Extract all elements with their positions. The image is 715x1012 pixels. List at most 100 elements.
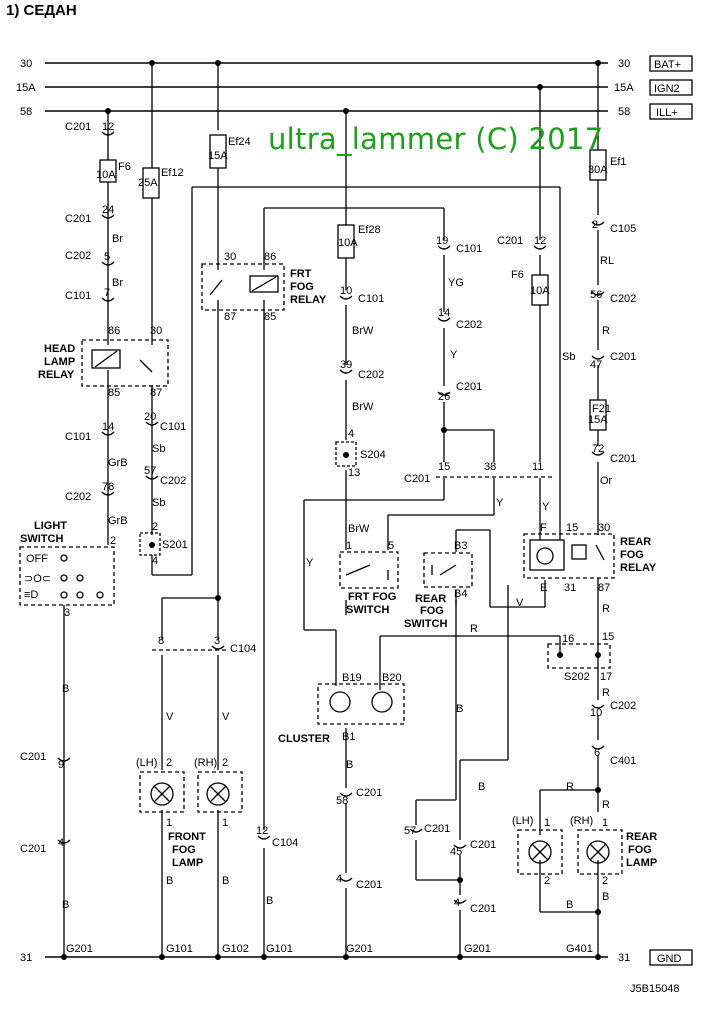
svg-text:1: 1 (222, 817, 228, 829)
svg-text:R: R (470, 623, 478, 635)
svg-text:4: 4 (336, 873, 342, 885)
svg-text:Br: Br (112, 277, 123, 289)
svg-text:19: 19 (436, 235, 448, 247)
fuse-ef28 (337, 224, 355, 259)
svg-text:C202: C202 (65, 250, 91, 262)
svg-text:G401: G401 (566, 943, 593, 955)
svg-text:38: 38 (484, 461, 496, 473)
svg-text:10A: 10A (96, 169, 116, 181)
svg-text:C201: C201 (610, 453, 636, 465)
svg-text:4: 4 (348, 428, 354, 440)
svg-text:LIGHT: LIGHT (34, 520, 67, 532)
svg-text:LAMP: LAMP (44, 356, 75, 368)
svg-text:Ef24: Ef24 (228, 136, 251, 148)
svg-text:2: 2 (222, 757, 228, 769)
svg-text:6: 6 (594, 747, 600, 759)
svg-text:C201: C201 (356, 787, 382, 799)
svg-text:LAMP: LAMP (626, 857, 657, 869)
svg-text:2: 2 (152, 521, 158, 533)
svg-text:B: B (62, 899, 69, 911)
svg-text:4: 4 (454, 897, 460, 909)
svg-text:YG: YG (448, 277, 464, 289)
rail-15a-right: 15A (614, 82, 634, 94)
svg-text:78: 78 (102, 481, 114, 493)
svg-text:Sb: Sb (152, 497, 165, 509)
svg-text:Y: Y (450, 349, 458, 361)
svg-text:85: 85 (108, 387, 120, 399)
watermark: ultra_lammer (C) 2017 (268, 122, 604, 156)
svg-text:4: 4 (152, 555, 158, 567)
rear-fog-relay: F 15 30 E 31 87 REAR FOG RELAY (523, 522, 657, 594)
svg-text:10A: 10A (530, 285, 550, 297)
svg-text:G201: G201 (346, 943, 373, 955)
svg-text:G201: G201 (464, 943, 491, 955)
svg-text:B19: B19 (342, 672, 362, 684)
gnd-badge: GND (657, 953, 682, 965)
svg-text:C401: C401 (610, 755, 636, 767)
svg-text:15: 15 (602, 631, 614, 643)
fuse-ef1 (589, 149, 607, 181)
ign2-badge: IGN2 (654, 83, 680, 95)
svg-text:R: R (602, 799, 610, 811)
junction-dots (61, 60, 601, 960)
svg-text:S201: S201 (162, 539, 188, 551)
svg-text:Ef28: Ef28 (358, 224, 381, 236)
svg-text:RELAY: RELAY (620, 562, 657, 574)
rail-30-right: 30 (618, 58, 630, 70)
svg-text:86: 86 (108, 325, 120, 337)
svg-text:10: 10 (340, 285, 352, 297)
front-fog-lamps: (LH) (RH) 2 2 1 1 FRONT FOG LAMP (136, 757, 243, 869)
rear-fog-switch: B3 B4 REAR FOG SWITCH (404, 540, 473, 630)
svg-text:FRONT: FRONT (168, 831, 206, 843)
svg-text:B: B (222, 875, 229, 887)
svg-text:BrW: BrW (348, 523, 370, 535)
svg-text:Y: Y (496, 497, 504, 509)
fuse-f6 (99, 159, 117, 183)
svg-text:FRT: FRT (290, 268, 312, 280)
svg-text:C201: C201 (470, 903, 496, 915)
svg-text:V: V (166, 711, 174, 723)
svg-text:31: 31 (564, 582, 576, 594)
svg-text:FRT FOG: FRT FOG (348, 591, 396, 603)
svg-text:5: 5 (104, 251, 110, 263)
fuse-ef12 (142, 167, 160, 199)
svg-text:C104: C104 (230, 643, 256, 655)
svg-text:LAMP: LAMP (172, 857, 203, 869)
light-switch: LIGHT SWITCH OFF ⊃O⊂ ≡D 2 3 (19, 520, 116, 619)
svg-text:SWITCH: SWITCH (404, 618, 447, 630)
svg-text:2: 2 (602, 875, 608, 887)
svg-text:57: 57 (404, 825, 416, 837)
svg-text:B20: B20 (382, 672, 402, 684)
svg-text:B4: B4 (454, 588, 467, 600)
svg-text:G101: G101 (266, 943, 293, 955)
rail-58-right: 58 (618, 106, 630, 118)
rail-30-left: 30 (20, 58, 32, 70)
svg-text:C201: C201 (497, 235, 523, 247)
svg-text:GrB: GrB (108, 457, 128, 469)
svg-text:B: B (602, 891, 609, 903)
svg-text:C201: C201 (20, 751, 46, 763)
ill-badge: ILL+ (656, 107, 678, 119)
svg-text:B: B (456, 703, 463, 715)
bat-badge: BAT+ (654, 59, 681, 71)
svg-text:Or: Or (600, 475, 613, 487)
svg-text:10: 10 (590, 707, 602, 719)
svg-text:Y: Y (542, 501, 550, 513)
svg-text:C101: C101 (65, 431, 91, 443)
svg-text:30A: 30A (588, 164, 608, 176)
rail-15a-left: 15A (16, 82, 36, 94)
svg-text:F21: F21 (592, 403, 611, 415)
svg-text:2: 2 (110, 535, 116, 547)
svg-text:R: R (566, 781, 574, 793)
svg-text:1: 1 (602, 817, 608, 829)
svg-text:(LH): (LH) (512, 815, 533, 827)
rear-fog-lamps: (LH) (RH) 1 1 2 2 REAR FOG LAMP (512, 815, 657, 887)
fuse-ef24 (209, 134, 227, 169)
svg-text:47: 47 (590, 359, 602, 371)
figure-code: J5B15048 (630, 983, 680, 995)
wires (63, 63, 599, 957)
svg-text:58: 58 (336, 795, 348, 807)
svg-text:BrW: BrW (352, 401, 374, 413)
svg-text:15A: 15A (588, 414, 608, 426)
svg-text:B: B (62, 683, 69, 695)
